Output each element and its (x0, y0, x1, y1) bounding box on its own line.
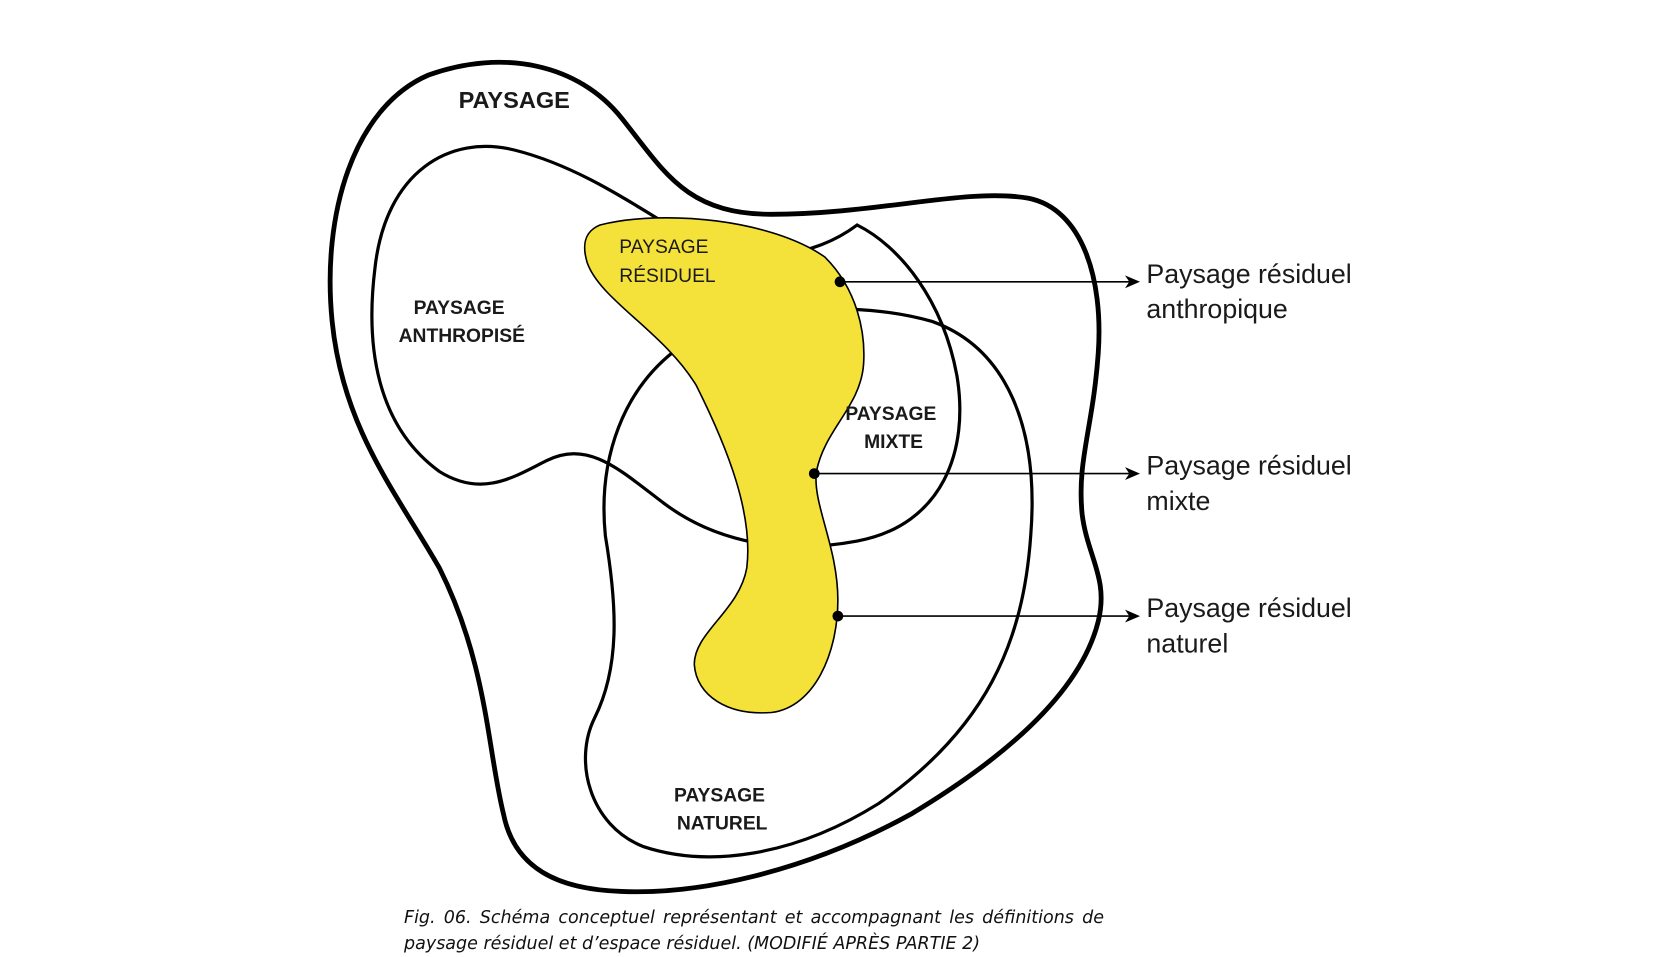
paysage-anthropise-boundary (370, 144, 962, 549)
arrow-right-icon (1125, 609, 1140, 623)
callout-mixte-pointer (808, 467, 1140, 480)
figure-caption: Fig. 06. Schéma conceptuel représentant … (404, 905, 1104, 957)
callout-label-mixte: Paysage résiduel mixte (1146, 451, 1359, 516)
callout-label-anthropique: Paysage résiduel anthropique (1146, 259, 1359, 324)
arrow-right-icon (1125, 467, 1140, 480)
paysage-title: PAYSAGE (459, 87, 570, 113)
paysage-outer-boundary (327, 59, 1104, 895)
zone-label-naturel: PAYSAGE NATUREL (674, 785, 770, 834)
caption-line-1: Fig. 06. Schéma conceptuel représentant … (404, 908, 1104, 928)
paysage-residuel-shape (583, 216, 865, 714)
caption-line-2: paysage résiduel et d’espace résiduel. (… (404, 934, 981, 954)
callout-naturel-pointer (832, 609, 1140, 623)
zone-label-mixte: PAYSAGE MIXTE (845, 404, 941, 453)
callout-anthropique-pointer (834, 275, 1140, 289)
callout-label-naturel: Paysage résiduel naturel (1146, 593, 1359, 658)
arrow-right-icon (1125, 275, 1140, 289)
zone-label-anthropise: PAYSAGE ANTHROPISÉ (399, 298, 525, 347)
paysage-naturel-boundary (583, 307, 1034, 859)
zone-label-residuel: PAYSAGE RÉSIDUEL (619, 237, 716, 287)
